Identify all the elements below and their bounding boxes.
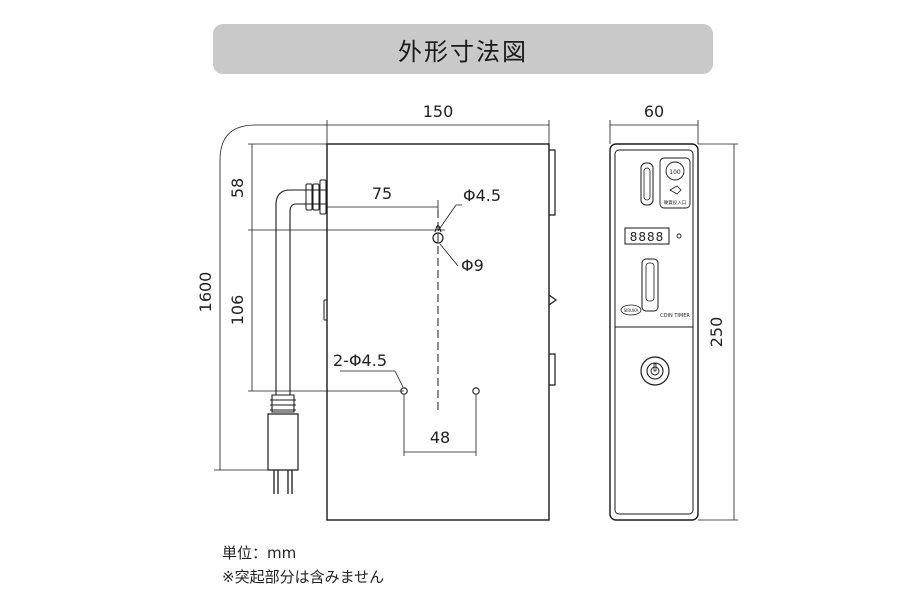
dim-depth-label: 60 [644, 102, 664, 121]
power-cord [275, 179, 327, 395]
front-body-outline [609, 143, 699, 521]
insert-arrow-icon [669, 185, 682, 195]
key-lock-icon [646, 362, 664, 380]
product-label: COIN TIMER [660, 313, 690, 319]
title-banner: 外形寸法図 [213, 24, 713, 74]
dim-height-label: 250 [707, 317, 726, 348]
exclusion-note: ※突起部分は含みません [222, 568, 385, 586]
dim-hole-large-label: Φ9 [461, 256, 484, 275]
side-view: 150 75 Φ4.5 Φ9 2-Φ4.5 48 58 106 1600 [196, 102, 558, 521]
dim-hole-vertical-label: 106 [228, 295, 247, 326]
side-body-outline [326, 143, 550, 521]
coin-icon [665, 161, 685, 181]
side-protrusion-top [549, 149, 556, 216]
diagram-title: 外形寸法図 [398, 37, 528, 66]
side-dimension-lines [214, 120, 550, 471]
side-protrusion-mid [548, 294, 558, 306]
timer-digits: 8888 [630, 230, 665, 244]
power-plug [267, 394, 299, 494]
brand-logo-icon [620, 304, 642, 316]
coin-value-label: 100 [669, 169, 681, 176]
lower-hole-right [472, 387, 480, 395]
front-inner-frame [614, 149, 694, 515]
timer-display [624, 227, 670, 245]
brand-label: SIRUKA [624, 308, 639, 313]
coin-slot [640, 162, 654, 206]
dim-cord-label: 1600 [196, 272, 215, 313]
unit-note: 単位：mm [222, 544, 297, 562]
dim-width-label: 150 [423, 102, 454, 121]
insert-label: 硬貨投入口 [664, 199, 687, 206]
front-dimension-lines [609, 120, 738, 521]
coin-badge [659, 157, 691, 209]
side-protrusion-low [549, 353, 556, 386]
return-slot [641, 258, 659, 312]
dim-lower-holes-label: 2-Φ4.5 [333, 351, 387, 370]
dim-hole-offset-label: 75 [372, 184, 392, 203]
keyhole-slot [432, 225, 444, 244]
dim-top-to-hole-label: 58 [228, 178, 247, 198]
dim-hole-spacing-label: 48 [430, 428, 450, 447]
indicator-lamp [676, 233, 682, 239]
front-view: 100 硬貨投入口 8888 SIRUKA COIN TIMER 60 250 [609, 102, 738, 521]
key-lock-outer [640, 356, 670, 386]
dim-hole-small-label: Φ4.5 [463, 186, 501, 205]
